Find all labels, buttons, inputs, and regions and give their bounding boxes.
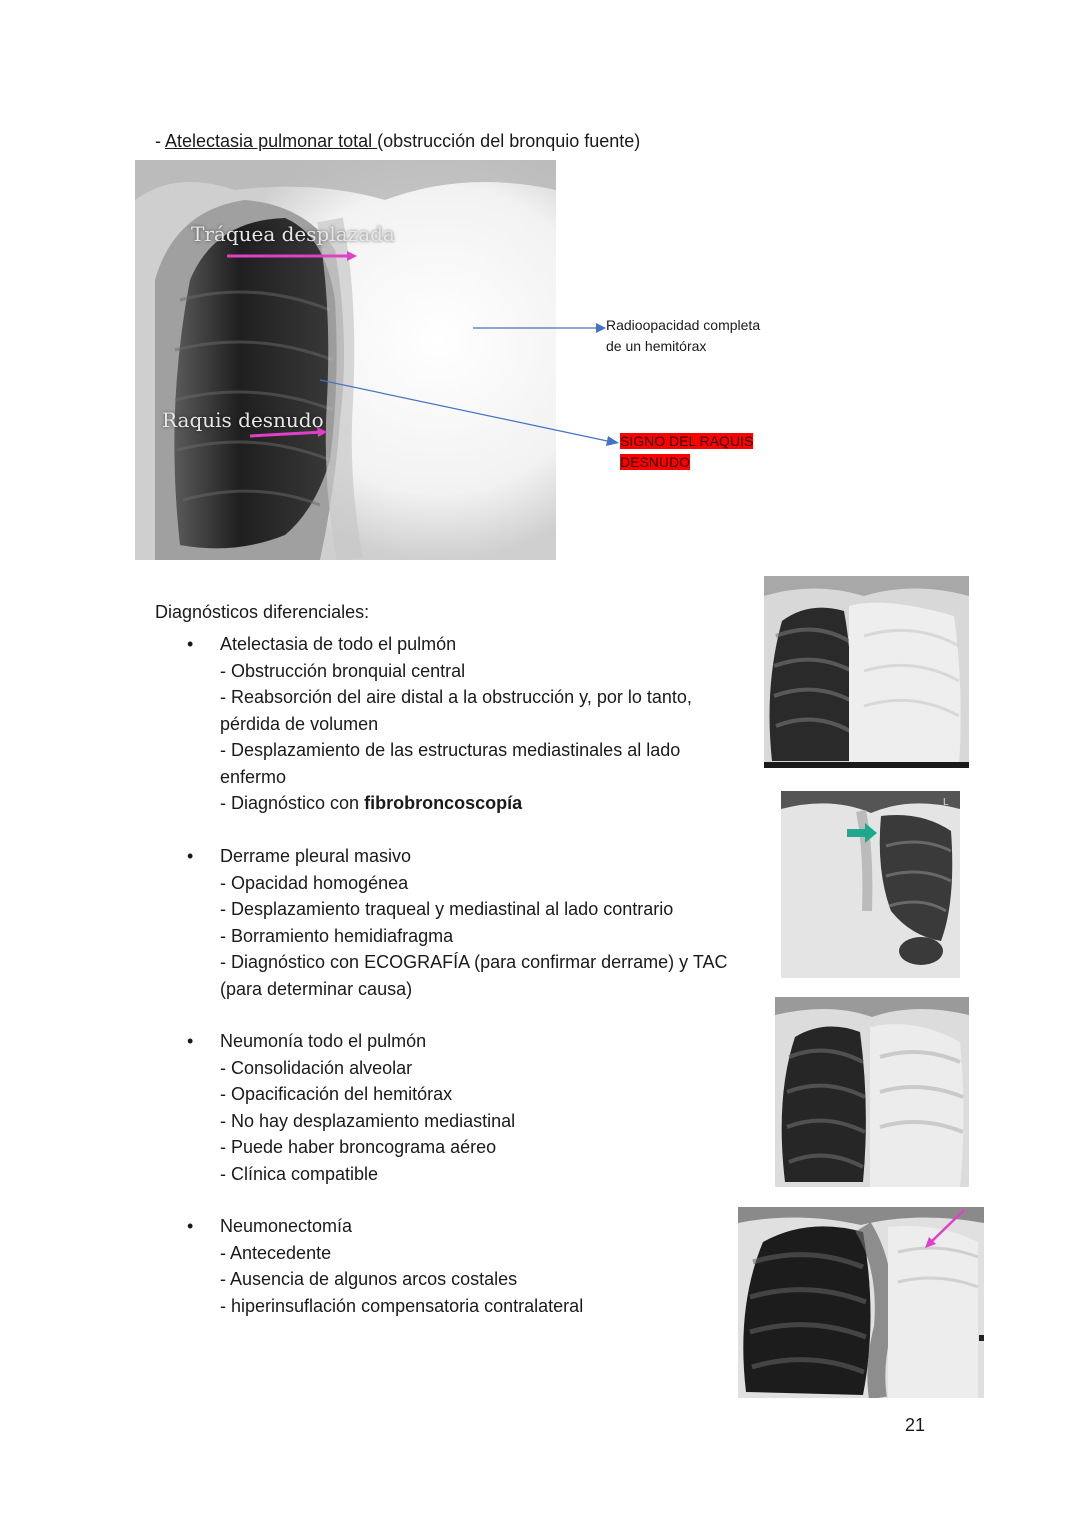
item-point: - Consolidación alveolar <box>220 1057 413 1078</box>
item-title: Neumonectomía <box>220 1216 353 1236</box>
differential-pneumonectomy: • Neumonectomía - Antecedente - Ausencia… <box>187 1213 740 1319</box>
spine-sign-annotation: SIGNO DEL RAQUIS DESNUDO <box>620 431 754 473</box>
item-point-diagnosis: - Diagnóstico con fibrobroncoscopía <box>220 790 740 817</box>
item-point: - Opacificación del hemitórax <box>220 1084 453 1104</box>
opacity-annotation-line1: Radioopacidad completa <box>606 317 761 333</box>
item-title: Derrame pleural masivo <box>220 846 412 866</box>
diagnosis-prefix: - Diagnóstico con <box>220 793 365 813</box>
opacity-annotation: Radioopacidad completa de un hemitórax <box>606 315 760 357</box>
bullet: • <box>187 1216 194 1236</box>
item-point: - No hay desplazamiento mediastinal <box>220 1110 516 1131</box>
item-point: - Antecedente <box>220 1242 332 1263</box>
main-xray-image: Tráquea desplazada Raquis desnudo <box>135 160 556 560</box>
heading-underlined: Atelectasia pulmonar total <box>165 131 378 151</box>
spine-sign-line1: SIGNO DEL RAQUIS <box>620 433 754 449</box>
differentials-title: Diagnósticos diferenciales: <box>155 602 370 622</box>
item-point: - Desplazamiento traqueal y mediastinal … <box>220 899 674 919</box>
item-point: (para determinar causa) <box>220 978 413 999</box>
item-point: - Clínica compatible <box>220 1163 379 1184</box>
bullet: • <box>187 846 194 866</box>
item-point: - hiperinsuflación compensatoria contral… <box>220 1295 584 1316</box>
heading-prefix: - <box>155 131 166 151</box>
item-point: - Opacidad homogénea <box>220 872 409 893</box>
xray-atelectasis-image <box>764 576 969 768</box>
item-point: - Puede haber broncograma aéreo <box>220 1137 497 1157</box>
bullet: • <box>187 1031 194 1051</box>
bullet: • <box>187 634 194 654</box>
item-point: - Ausencia de algunos arcos costales <box>220 1269 518 1289</box>
xray-effusion-image: L <box>781 791 960 978</box>
spine-label: Raquis desnudo <box>162 408 324 432</box>
differential-atelectasis: • Atelectasia de todo el pulmón - Obstru… <box>187 631 740 817</box>
list-item: • Neumonectomía - Antecedente - Ausencia… <box>187 1213 740 1319</box>
list-item: • Atelectasia de todo el pulmón - Obstru… <box>187 631 740 817</box>
heading-rest: (obstrucción del bronquio fuente) <box>377 131 641 151</box>
item-point: - Diagnóstico con ECOGRAFÍA (para confir… <box>220 952 728 972</box>
item-title: Atelectasia de todo el pulmón <box>220 634 457 654</box>
spine-sign-line2: DESNUDO <box>620 454 691 470</box>
item-point: enfermo <box>220 766 287 787</box>
list-item: • Derrame pleural masivo - Opacidad homo… <box>187 843 740 1002</box>
item-point: pérdida de volumen <box>220 713 379 734</box>
page-number: 21 <box>905 1415 926 1435</box>
diagnosis-method: fibrobroncoscopía <box>364 793 523 813</box>
side-marker-text: L <box>943 797 949 808</box>
item-title: Neumonía todo el pulmón <box>220 1031 427 1051</box>
item-point: - Obstrucción bronquial central <box>220 660 466 681</box>
section-heading: - Atelectasia pulmonar total (obstrucció… <box>155 128 640 154</box>
trachea-label: Tráquea desplazada <box>191 222 395 246</box>
xray-pneumonia-image <box>775 997 969 1187</box>
list-item: • Neumonía todo el pulmón - Consolidació… <box>187 1028 740 1187</box>
item-point: - Desplazamiento de las estructuras medi… <box>220 740 681 760</box>
item-point: - Borramiento hemidiafragma <box>220 925 454 946</box>
xray-pneumonectomy-image <box>738 1207 984 1398</box>
differential-pneumonia: • Neumonía todo el pulmón - Consolidació… <box>187 1028 740 1187</box>
item-point: - Reabsorción del aire distal a la obstr… <box>220 687 692 707</box>
differential-effusion: • Derrame pleural masivo - Opacidad homo… <box>187 843 740 1002</box>
opacity-annotation-line2: de un hemitórax <box>606 338 707 354</box>
